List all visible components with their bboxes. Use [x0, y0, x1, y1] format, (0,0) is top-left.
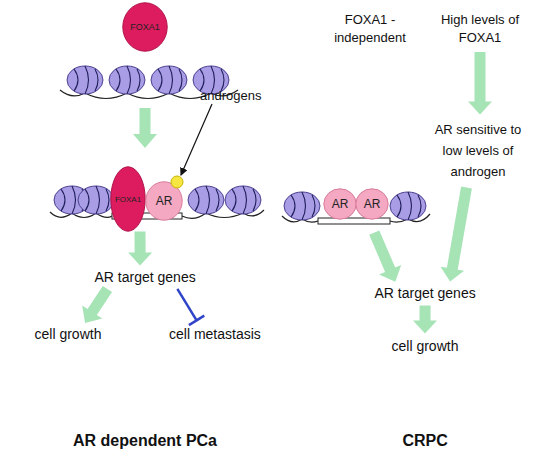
- flow-arrow: [133, 108, 157, 148]
- annotation-label: androgens: [200, 88, 261, 103]
- arrow-connector: [82, 286, 112, 323]
- node-text: AR: [156, 194, 173, 208]
- nucleosome: [284, 192, 320, 220]
- ellipse-node: AR: [323, 188, 357, 220]
- node-text: cell growth: [35, 326, 102, 343]
- flow-arrow: [468, 52, 492, 115]
- flow-arrow: [128, 232, 152, 266]
- arrow-connector: [413, 306, 437, 334]
- ellipse-outline: [123, 3, 167, 51]
- text-node: cell growth: [35, 326, 102, 343]
- node-text: AR target genes: [95, 269, 196, 286]
- nucleosome: [390, 192, 426, 220]
- flow-arrow: [413, 306, 437, 334]
- ellipse-node: FOXA1: [110, 166, 146, 232]
- text-node: High levels of FOXA1: [440, 11, 520, 47]
- nucleosome: [67, 66, 103, 94]
- nucleosome: [151, 66, 187, 94]
- androgen-dot: [171, 176, 183, 188]
- text-node: AR sensitive to low levels of androgen: [428, 119, 528, 182]
- text-node: FOXA1 -independent: [325, 11, 415, 47]
- arrow-connector: [468, 52, 492, 115]
- ellipse-node: AR: [145, 181, 183, 221]
- nucleosome: [109, 66, 145, 94]
- inhibition-connector: [177, 289, 204, 325]
- node-text: High levels of FOXA1: [440, 11, 520, 47]
- ellipse-outline: [356, 189, 388, 219]
- text-node: AR target genes: [95, 269, 196, 286]
- arrow-connector: [369, 230, 401, 281]
- arrow-connector: [441, 187, 472, 282]
- ellipse-outline: [111, 167, 145, 231]
- ellipse-outline: [146, 182, 182, 220]
- dna-segment: [318, 218, 390, 224]
- nucleosome: [78, 186, 114, 214]
- node-text: AR: [332, 197, 349, 211]
- text-node: cell growth: [392, 338, 459, 355]
- node-text: cell metastasis: [169, 326, 261, 343]
- node-text: AR: [364, 197, 381, 211]
- panel-label: CRPC: [403, 432, 448, 450]
- text-node: cell metastasis: [169, 326, 261, 343]
- flow-arrow: [369, 230, 401, 281]
- arrow-connector: [128, 232, 152, 266]
- ellipse-outline: [324, 189, 356, 219]
- inhibition-bar: [189, 316, 204, 325]
- node-text: AR target genes: [375, 285, 476, 302]
- ellipse-node: AR: [355, 188, 389, 220]
- node-text: FOXA1 -independent: [325, 11, 415, 47]
- inhibition-line: [177, 289, 196, 320]
- ellipse-node: FOXA1: [122, 2, 168, 52]
- nucleosome: [225, 186, 261, 214]
- panel-label: AR dependent PCa: [73, 432, 217, 450]
- node-text: cell growth: [392, 338, 459, 355]
- node-text: FOXA1: [130, 22, 160, 32]
- nucleosome: [188, 186, 224, 214]
- leader-arrow: [181, 104, 212, 175]
- flow-arrow: [441, 187, 472, 282]
- node-text: AR sensitive to low levels of androgen: [428, 119, 528, 182]
- node-text: FOXA1: [115, 195, 141, 204]
- text-node: AR target genes: [375, 285, 476, 302]
- flow-arrow: [82, 286, 112, 323]
